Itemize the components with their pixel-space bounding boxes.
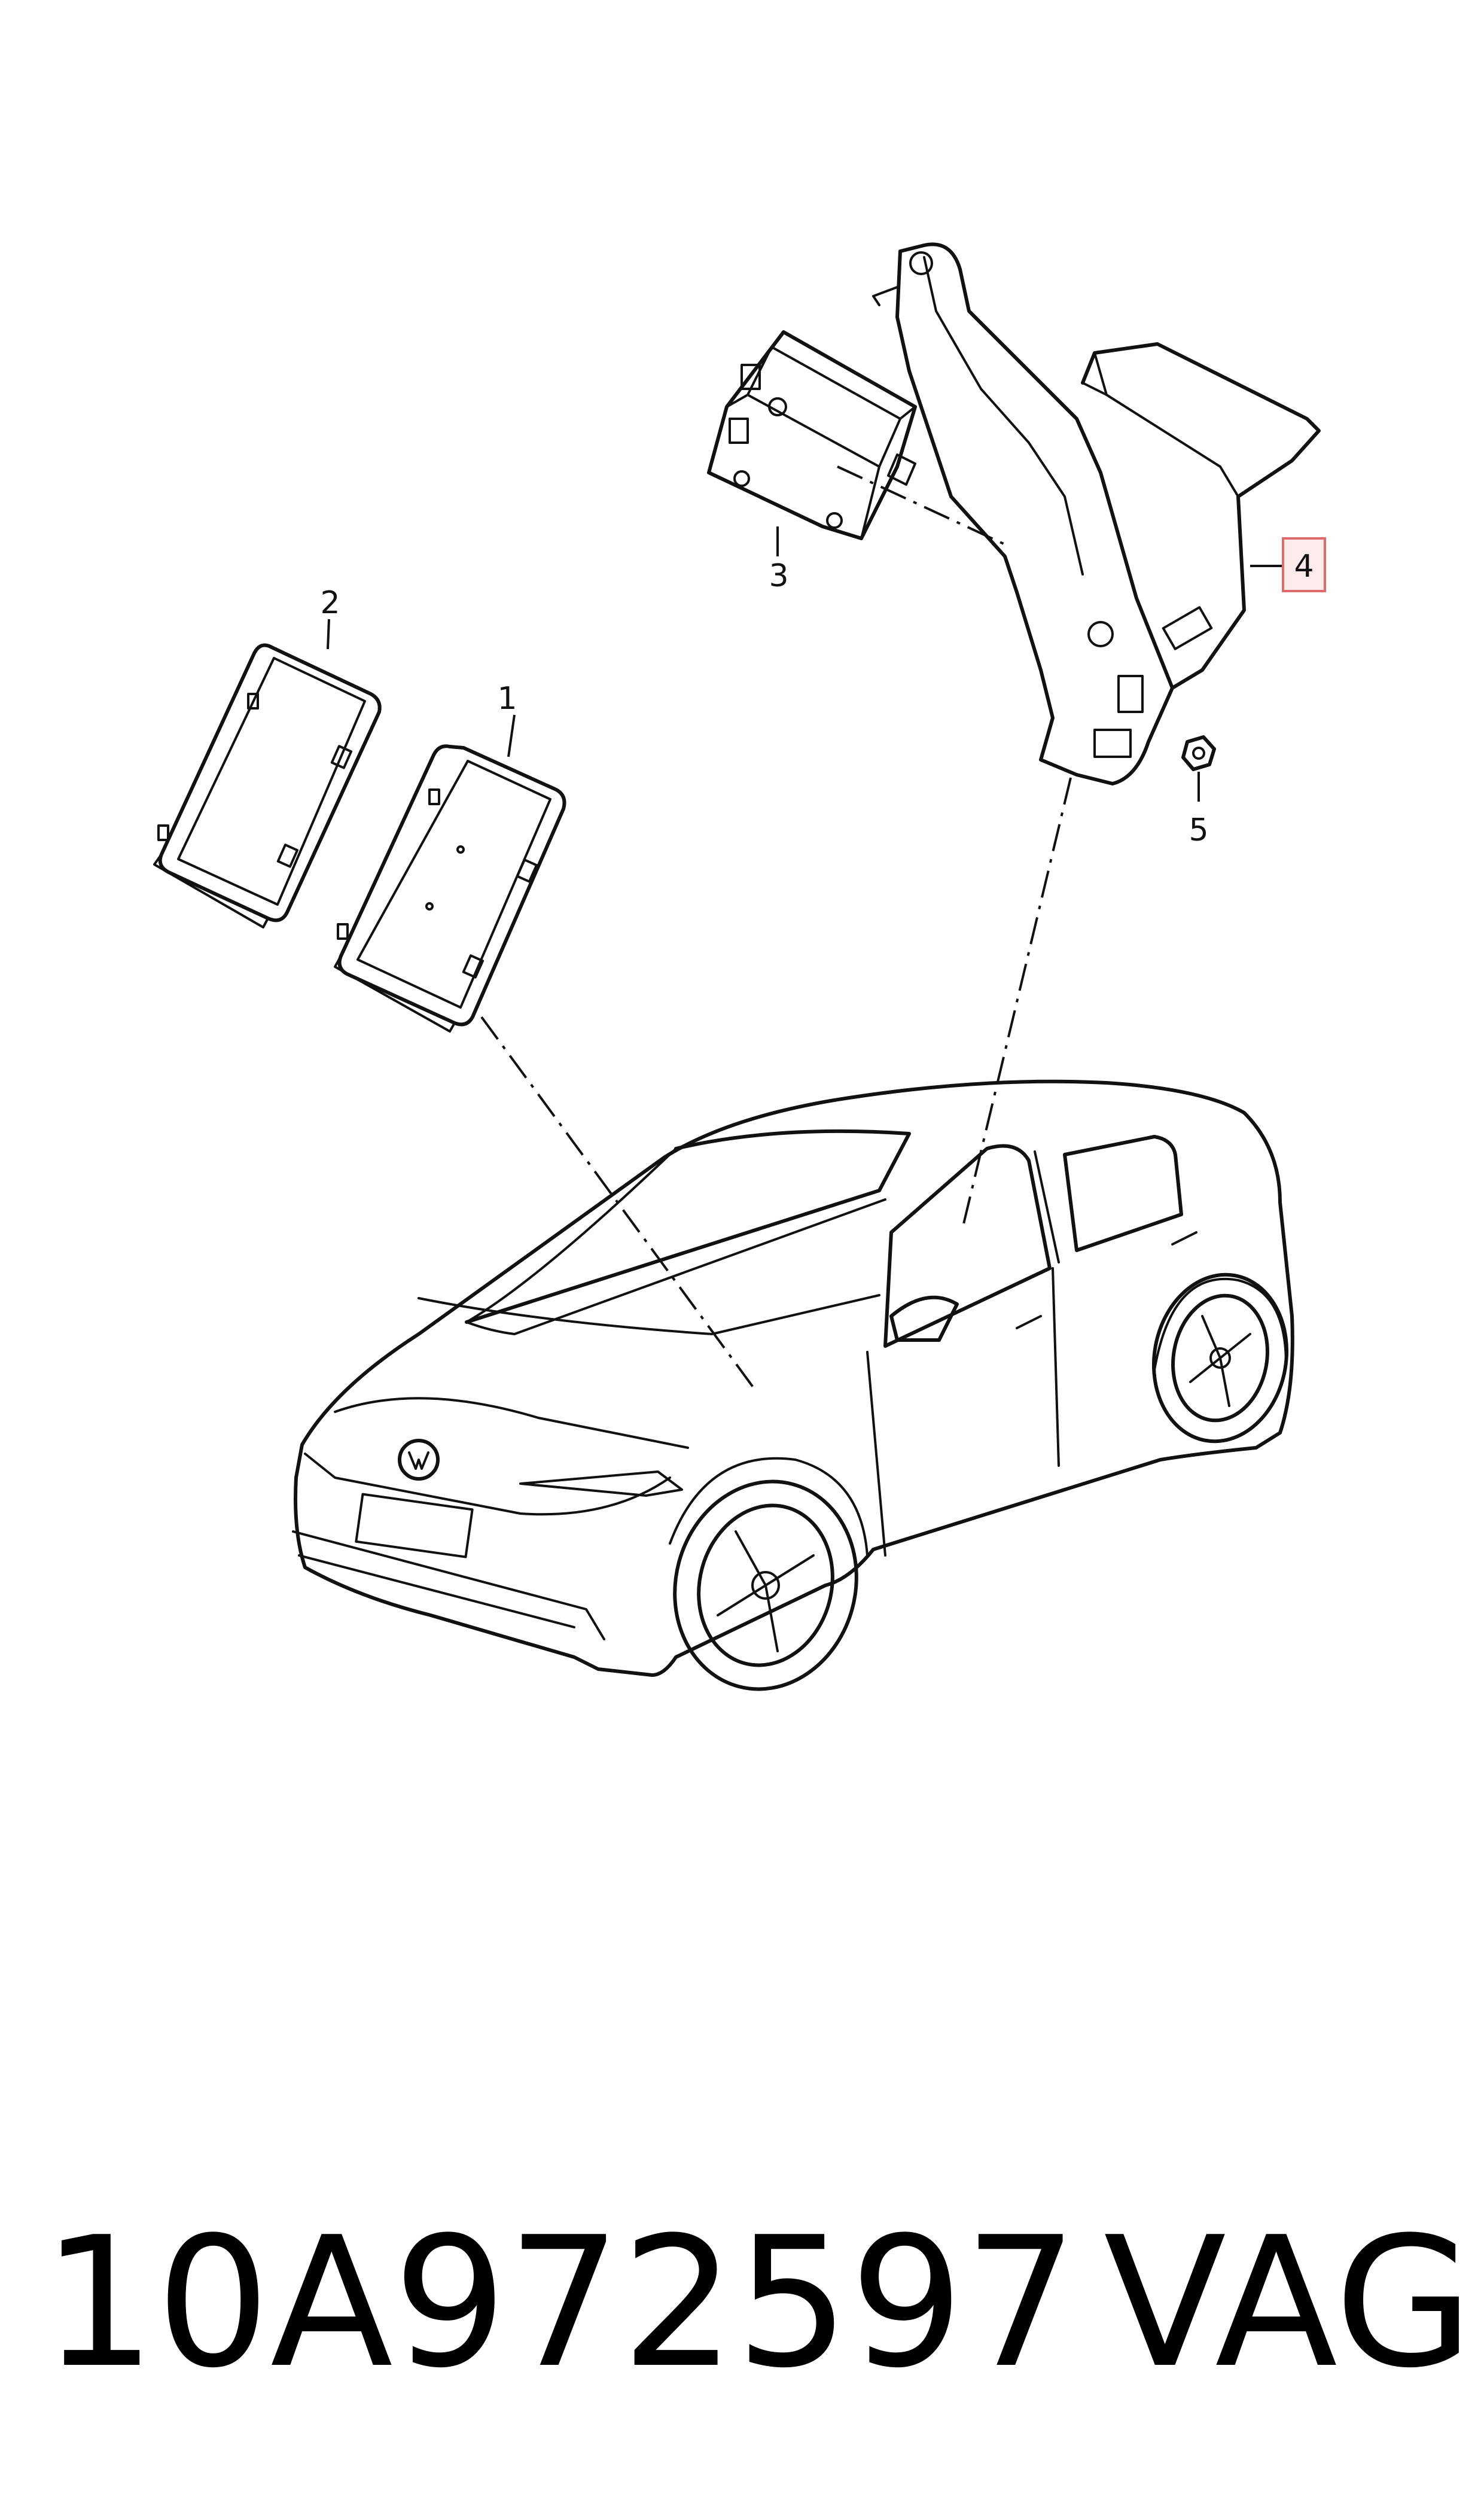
- part-5-nut: [1181, 735, 1216, 771]
- callout-3: 3: [769, 526, 789, 594]
- callout-4: 4: [1250, 537, 1326, 592]
- assembly-lines: [480, 465, 1072, 1389]
- parts-diagram: 1 2 3 4 5: [153, 242, 1326, 1691]
- svg-text:2: 2: [320, 585, 340, 621]
- svg-text:4: 4: [1294, 549, 1314, 584]
- svg-text:1: 1: [497, 681, 517, 717]
- svg-text:3: 3: [769, 558, 788, 594]
- assembly-line-3: [837, 465, 1005, 546]
- assembly-line-4: [962, 777, 1072, 1227]
- part-number: 10A972597: [42, 2199, 1078, 2407]
- car-illustration: [292, 1079, 1294, 1691]
- part-1-control-unit: [334, 744, 566, 1033]
- assembly-line-1: [480, 1016, 755, 1389]
- svg-text:5: 5: [1189, 812, 1208, 848]
- part-3-module: [707, 330, 917, 540]
- callout-2: 2: [320, 585, 340, 650]
- callout-4-highlight: [1282, 537, 1326, 592]
- brand-label: VAG: [1104, 2199, 1474, 2407]
- callout-5: 5: [1189, 772, 1209, 848]
- callout-1: 1: [497, 681, 517, 757]
- part-4-bracket: [872, 242, 1321, 785]
- part-2-control-unit: [153, 643, 382, 928]
